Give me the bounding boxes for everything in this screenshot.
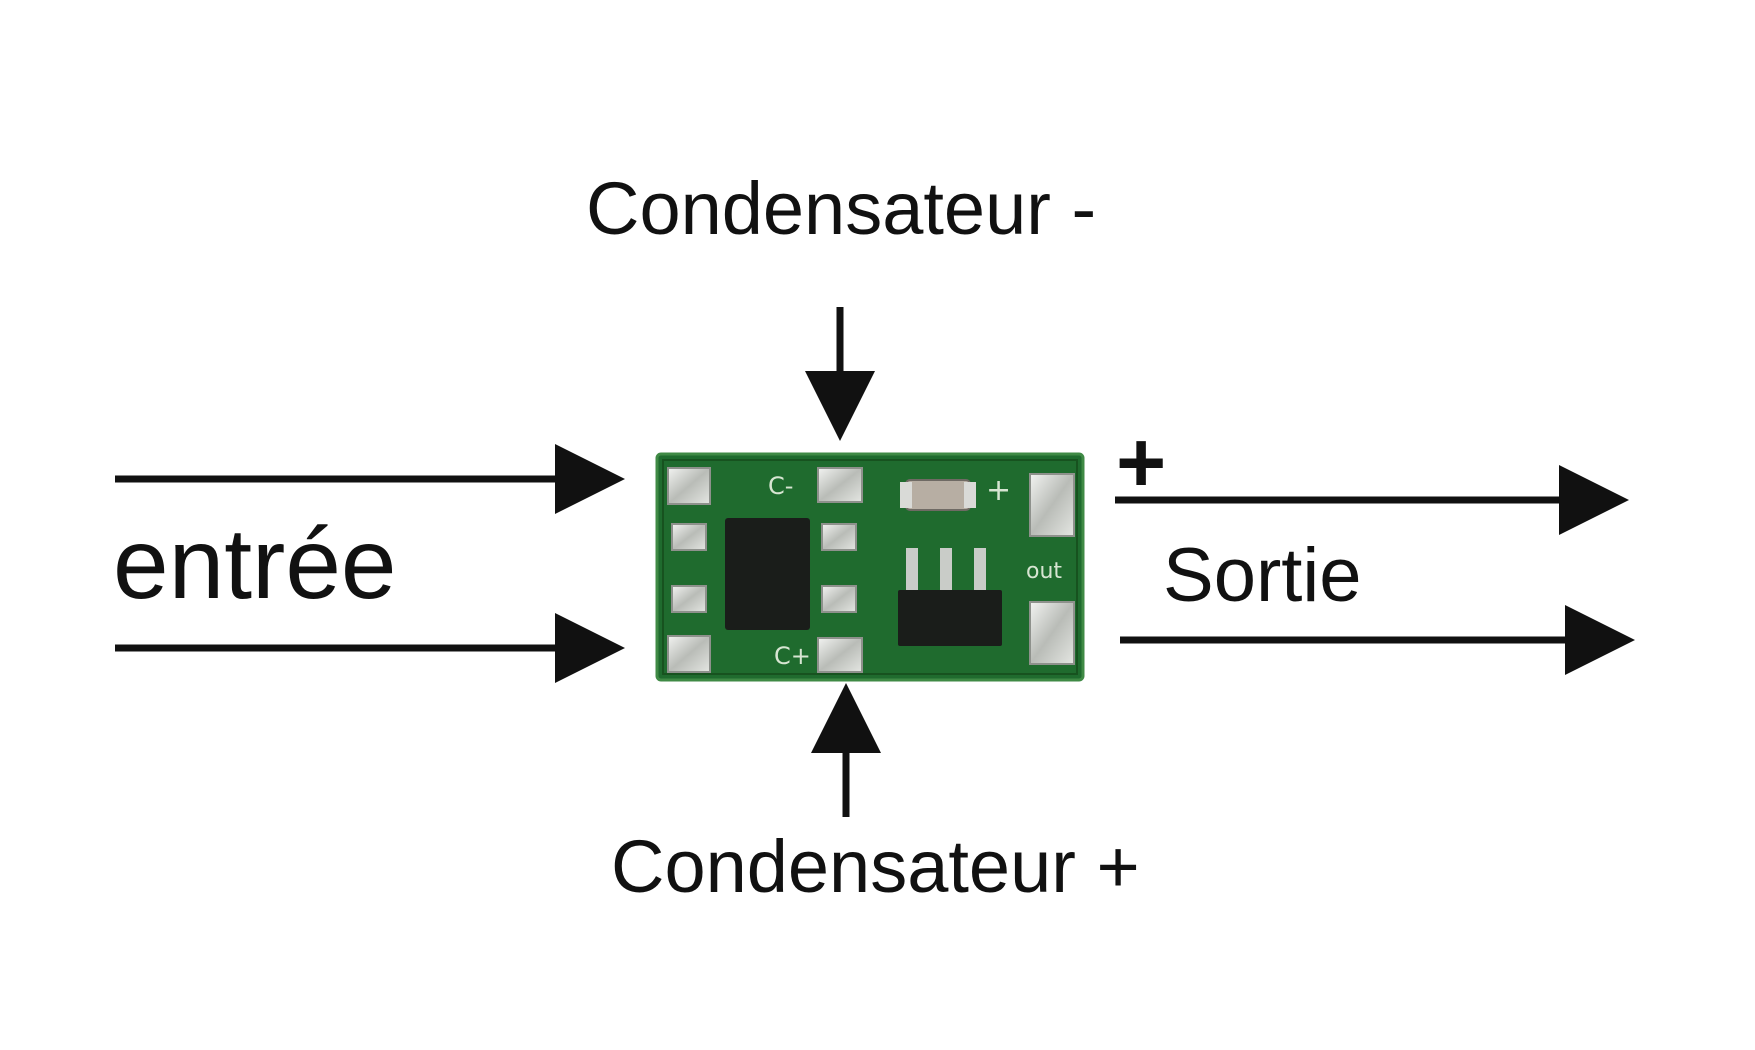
pad-output-minus xyxy=(1029,601,1075,665)
output-label: Sortie xyxy=(1163,533,1362,618)
silk-plus: + xyxy=(986,473,1011,508)
pad xyxy=(671,585,707,613)
silk-out: out xyxy=(1026,559,1062,584)
pad xyxy=(821,585,857,613)
pad xyxy=(817,467,863,503)
pad xyxy=(821,523,857,551)
input-label: entrée xyxy=(113,508,397,620)
smd-capacitor-cap xyxy=(964,482,976,508)
pad xyxy=(671,523,707,551)
pad xyxy=(817,637,863,673)
pad xyxy=(667,467,711,505)
smd-capacitor xyxy=(905,479,971,511)
sot-lead xyxy=(906,548,918,594)
pcb-board-shade xyxy=(662,459,1078,675)
capacitor-minus-label: Condensateur - xyxy=(586,167,1097,250)
pcb-board xyxy=(655,452,1085,682)
pad-output-plus xyxy=(1029,473,1075,537)
sot-lead xyxy=(974,548,986,594)
pad xyxy=(667,635,711,673)
sot-package xyxy=(898,590,1002,646)
silk-c-plus: C+ xyxy=(774,642,811,670)
smd-capacitor-cap xyxy=(900,482,912,508)
capacitor-plus-label: Condensateur + xyxy=(611,825,1140,908)
sot-lead xyxy=(940,548,952,594)
pcb-module: C- C+ + out xyxy=(655,452,1085,682)
silk-c-minus: C- xyxy=(768,472,793,500)
output-polarity-label: + xyxy=(1116,415,1167,511)
ic-chip xyxy=(725,518,810,630)
